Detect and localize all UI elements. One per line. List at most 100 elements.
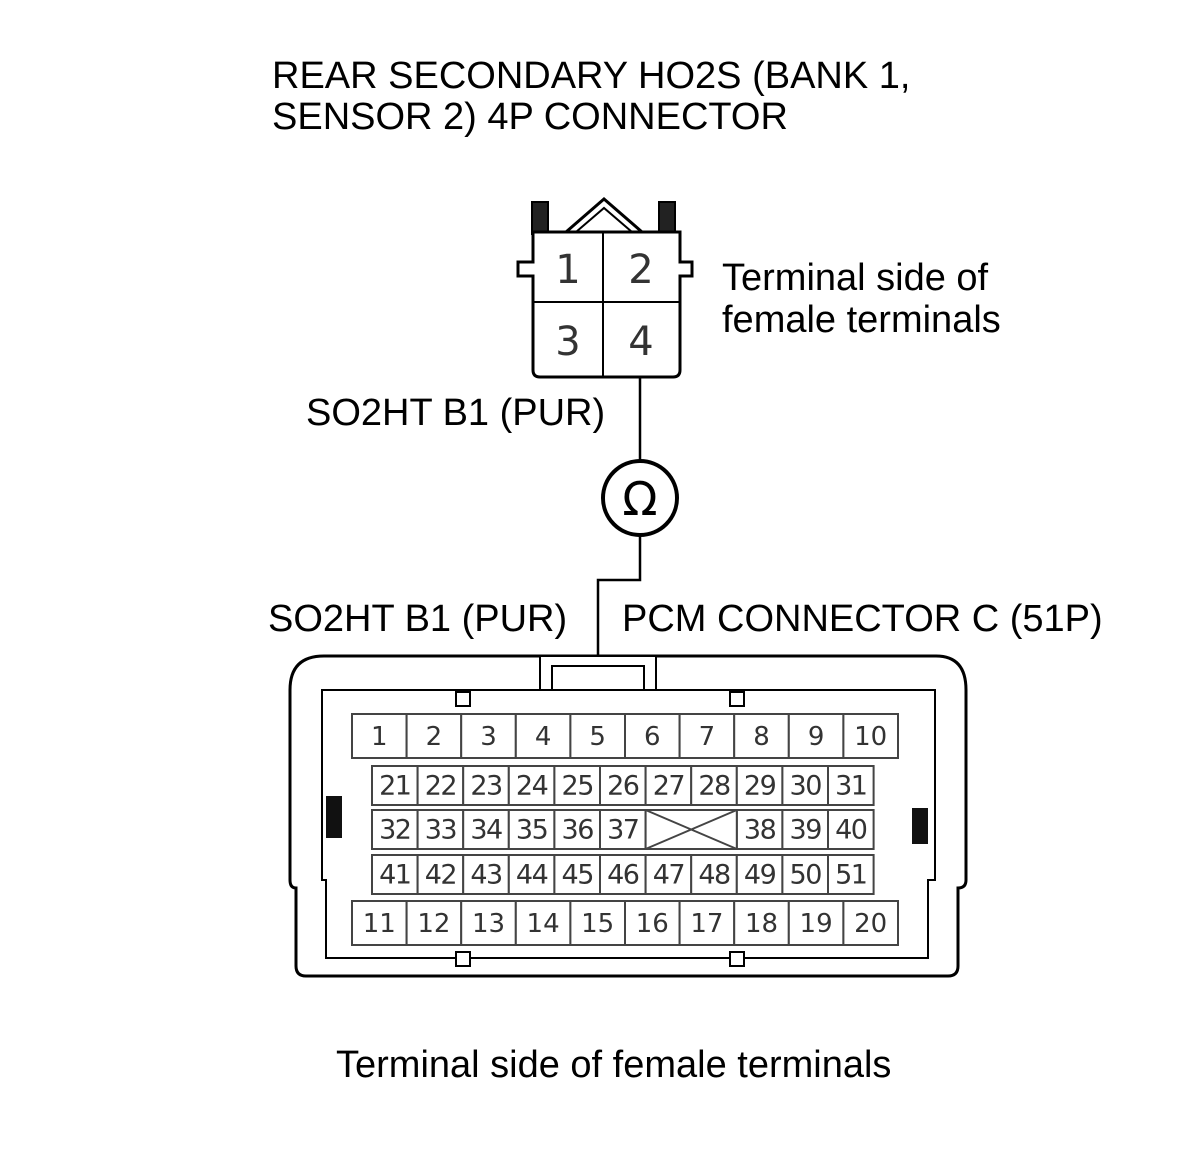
pcm-pin-10-label: 10 bbox=[854, 722, 887, 752]
pcm-pin-22-label: 22 bbox=[425, 771, 456, 802]
pcm-pin-16-label: 16 bbox=[636, 909, 669, 939]
pcm-pin-3-label: 3 bbox=[480, 722, 497, 752]
pcm-pin-36-cell bbox=[553, 809, 602, 850]
pcm-pin-32-label: 32 bbox=[379, 815, 410, 846]
pcm-pin-31-cell bbox=[827, 765, 875, 806]
pcm-pin-49-cell bbox=[735, 854, 784, 895]
pcm-pin-20-label: 20 bbox=[854, 909, 887, 939]
small-connector-side-label-line1: Terminal side of bbox=[722, 257, 989, 299]
pcm-pin-18-label: 18 bbox=[745, 909, 778, 939]
pcm-pin-41-label: 41 bbox=[379, 860, 410, 891]
pcm-pin-29-label: 29 bbox=[744, 771, 776, 802]
pcm-pin-19-cell bbox=[787, 900, 845, 946]
pcm-pin-6-cell bbox=[624, 713, 681, 759]
pcm-pin-48-label: 48 bbox=[698, 860, 730, 891]
small-connector-pin-2: 2 bbox=[628, 247, 653, 293]
lower-wire bbox=[596, 535, 642, 714]
ohmmeter-symbol: Ω bbox=[601, 459, 679, 537]
pcm-pin-15-label: 15 bbox=[581, 909, 614, 939]
unused-cavity-cross-line bbox=[645, 809, 738, 850]
pcm-pin-13-label: 13 bbox=[472, 909, 505, 939]
pcm-pin-16-cell bbox=[624, 900, 681, 946]
pcm-pin-43-label: 43 bbox=[470, 860, 502, 891]
pcm-pin-2-cell bbox=[405, 713, 463, 759]
pcm-pin-32-cell bbox=[371, 809, 419, 850]
pcm-pin-9-label: 9 bbox=[808, 722, 825, 752]
pcm-pin-21-cell bbox=[371, 765, 419, 806]
pcm-pin-7-cell bbox=[678, 713, 736, 759]
pcm-pin-1-label: 1 bbox=[371, 722, 388, 752]
pcm-pin-8-label: 8 bbox=[753, 722, 770, 752]
pcm-pin-26-cell bbox=[599, 765, 647, 806]
pcm-pin-34-cell bbox=[462, 809, 510, 850]
pcm-pin-37-label: 37 bbox=[607, 815, 638, 846]
pcm-pin-11-label: 11 bbox=[363, 909, 396, 939]
pcm-pin-12-label: 12 bbox=[417, 909, 450, 939]
pcm-pin-11-cell bbox=[351, 900, 408, 946]
pcm-pin-7-label: 7 bbox=[699, 722, 716, 752]
pcm-pin-20-cell bbox=[842, 900, 900, 946]
connector-title-line2: SENSOR 2) 4P CONNECTOR bbox=[272, 96, 788, 138]
pcm-pin-38-label: 38 bbox=[744, 815, 776, 846]
pcm-pin-39-label: 39 bbox=[790, 815, 822, 846]
pcm-pin-19-label: 19 bbox=[800, 909, 833, 939]
pcm-pin-23-cell bbox=[462, 765, 510, 806]
pcm-pin-35-label: 35 bbox=[516, 815, 547, 846]
pcm-pin-21-label: 21 bbox=[379, 771, 410, 802]
bottom-caption: Terminal side of female terminals bbox=[336, 1044, 891, 1086]
pcm-pin-34-label: 34 bbox=[470, 815, 502, 846]
pcm-pin-46-label: 46 bbox=[607, 860, 639, 891]
small-connector-pin-3: 3 bbox=[555, 319, 580, 365]
pcm-pin-2-label: 2 bbox=[426, 722, 443, 752]
pcm-pin-40-label: 40 bbox=[835, 815, 867, 846]
pcm-pin-14-label: 14 bbox=[527, 909, 560, 939]
pcm-pin-44-cell bbox=[507, 854, 556, 895]
pcm-pin-4-cell bbox=[514, 713, 572, 759]
pcm-pin-24-cell bbox=[507, 765, 556, 806]
pcm-pin-42-cell bbox=[416, 854, 465, 895]
pcm-pin-51-label: 51 bbox=[835, 860, 866, 891]
pcm-pin-45-label: 45 bbox=[562, 860, 593, 891]
pcm-pin-17-label: 17 bbox=[690, 909, 723, 939]
small-connector-pin-4: 4 bbox=[628, 319, 653, 365]
pcm-pin-28-label: 28 bbox=[698, 771, 730, 802]
pcm-pin-51-cell bbox=[827, 854, 875, 895]
pcm-pin-49-label: 49 bbox=[744, 860, 776, 891]
small-connector-side-label-line2: female terminals bbox=[722, 299, 1001, 341]
pcm-pin-5-cell bbox=[569, 713, 627, 759]
lower-wire-label: SO2HT B1 (PUR) bbox=[268, 598, 567, 640]
pcm-pin-33-label: 33 bbox=[425, 815, 457, 846]
pcm-pin-1-cell bbox=[351, 713, 408, 759]
pcm-pin-29-cell bbox=[735, 765, 784, 806]
upper-wire-label: SO2HT B1 (PUR) bbox=[306, 392, 605, 434]
pcm-pin-6-label: 6 bbox=[644, 722, 661, 752]
pcm-pin-23-label: 23 bbox=[470, 771, 502, 802]
pcm-pin-35-cell bbox=[507, 809, 556, 850]
pcm-pin-3-cell bbox=[460, 713, 517, 759]
pcm-pin-36-label: 36 bbox=[562, 815, 594, 846]
pcm-pin-26-label: 26 bbox=[607, 771, 639, 802]
pcm-pin-47-label: 47 bbox=[653, 860, 684, 891]
pcm-pin-4-label: 4 bbox=[535, 722, 552, 752]
omega-glyph: Ω bbox=[622, 472, 657, 526]
pcm-pin-5-label: 5 bbox=[589, 722, 606, 752]
pcm-pin-40-cell bbox=[827, 809, 875, 850]
pcm-pin-42-label: 42 bbox=[425, 860, 456, 891]
pcm-pin-28-cell bbox=[690, 765, 738, 806]
pcm-pin-31-label: 31 bbox=[835, 771, 866, 802]
small-connector-pin-1: 1 bbox=[555, 247, 580, 293]
pcm-pin-47-cell bbox=[644, 854, 693, 895]
pcm-pin-27-label: 27 bbox=[653, 771, 684, 802]
pcm-pin-22-cell bbox=[416, 765, 465, 806]
pcm-pin-17-cell bbox=[678, 900, 736, 946]
small-4p-connector: 1 2 3 4 bbox=[516, 197, 694, 379]
pcm-pin-10-cell bbox=[842, 713, 900, 759]
pcm-pin-25-label: 25 bbox=[562, 771, 593, 802]
pcm-connector-label: PCM CONNECTOR C (51P) bbox=[622, 598, 1103, 640]
pcm-pin-24-label: 24 bbox=[516, 771, 548, 802]
pcm-pin-44-label: 44 bbox=[516, 860, 548, 891]
pcm-pin-43-cell bbox=[462, 854, 510, 895]
pcm-pin-50-label: 50 bbox=[790, 860, 822, 891]
